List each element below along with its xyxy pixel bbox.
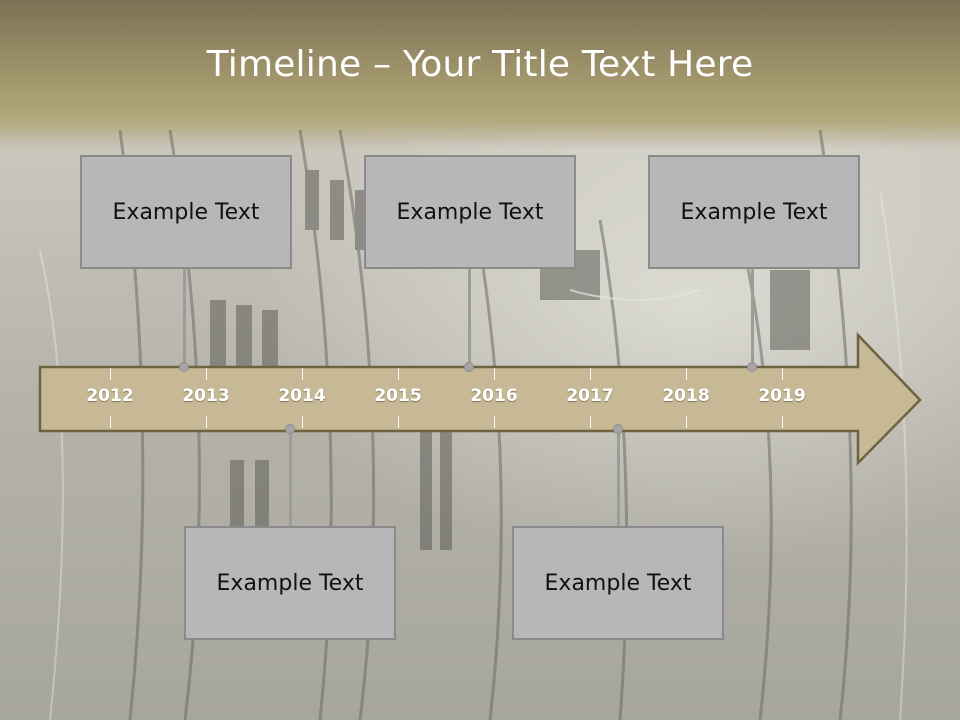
timeline-arrow: [38, 331, 922, 467]
timeline-tick: [398, 416, 399, 428]
year-label-2015: 2015: [374, 386, 422, 406]
timeline-tick: [398, 368, 399, 380]
year-label-2017: 2017: [566, 386, 614, 406]
timeline-tick: [206, 416, 207, 428]
timeline-tick: [494, 368, 495, 380]
event-box[interactable]: Example Text: [512, 526, 724, 640]
timeline-tick: [206, 368, 207, 380]
year-label-2013: 2013: [182, 386, 230, 406]
event-box[interactable]: Example Text: [184, 526, 396, 640]
event-box[interactable]: Example Text: [364, 155, 576, 269]
event-box[interactable]: Example Text: [648, 155, 860, 269]
year-label-2016: 2016: [470, 386, 518, 406]
event-connector-dot: [285, 424, 295, 434]
event-connector: [751, 268, 754, 366]
timeline-tick: [302, 416, 303, 428]
event-connector: [617, 430, 620, 528]
event-connector: [183, 268, 186, 366]
timeline-tick: [590, 416, 591, 428]
timeline-tick: [302, 368, 303, 380]
timeline-tick: [686, 416, 687, 428]
timeline-tick: [110, 416, 111, 428]
event-connector-dot: [613, 424, 623, 434]
year-label-2018: 2018: [662, 386, 710, 406]
event-box[interactable]: Example Text: [80, 155, 292, 269]
event-text: Example Text: [396, 199, 544, 225]
timeline-tick: [590, 368, 591, 380]
event-text: Example Text: [544, 570, 692, 596]
year-label-2019: 2019: [758, 386, 806, 406]
year-label-2014: 2014: [278, 386, 326, 406]
slide-title: Timeline – Your Title Text Here: [206, 44, 754, 85]
event-connector-dot: [179, 362, 189, 372]
event-connector: [289, 430, 292, 528]
event-connector: [468, 268, 471, 366]
event-connector-dot: [747, 362, 757, 372]
event-text: Example Text: [680, 199, 828, 225]
event-text: Example Text: [112, 199, 260, 225]
year-label-2012: 2012: [86, 386, 134, 406]
event-connector-dot: [464, 362, 474, 372]
timeline-tick: [686, 368, 687, 380]
timeline-tick: [782, 368, 783, 380]
timeline-tick: [782, 416, 783, 428]
event-text: Example Text: [216, 570, 364, 596]
timeline-tick: [110, 368, 111, 380]
timeline-tick: [494, 416, 495, 428]
